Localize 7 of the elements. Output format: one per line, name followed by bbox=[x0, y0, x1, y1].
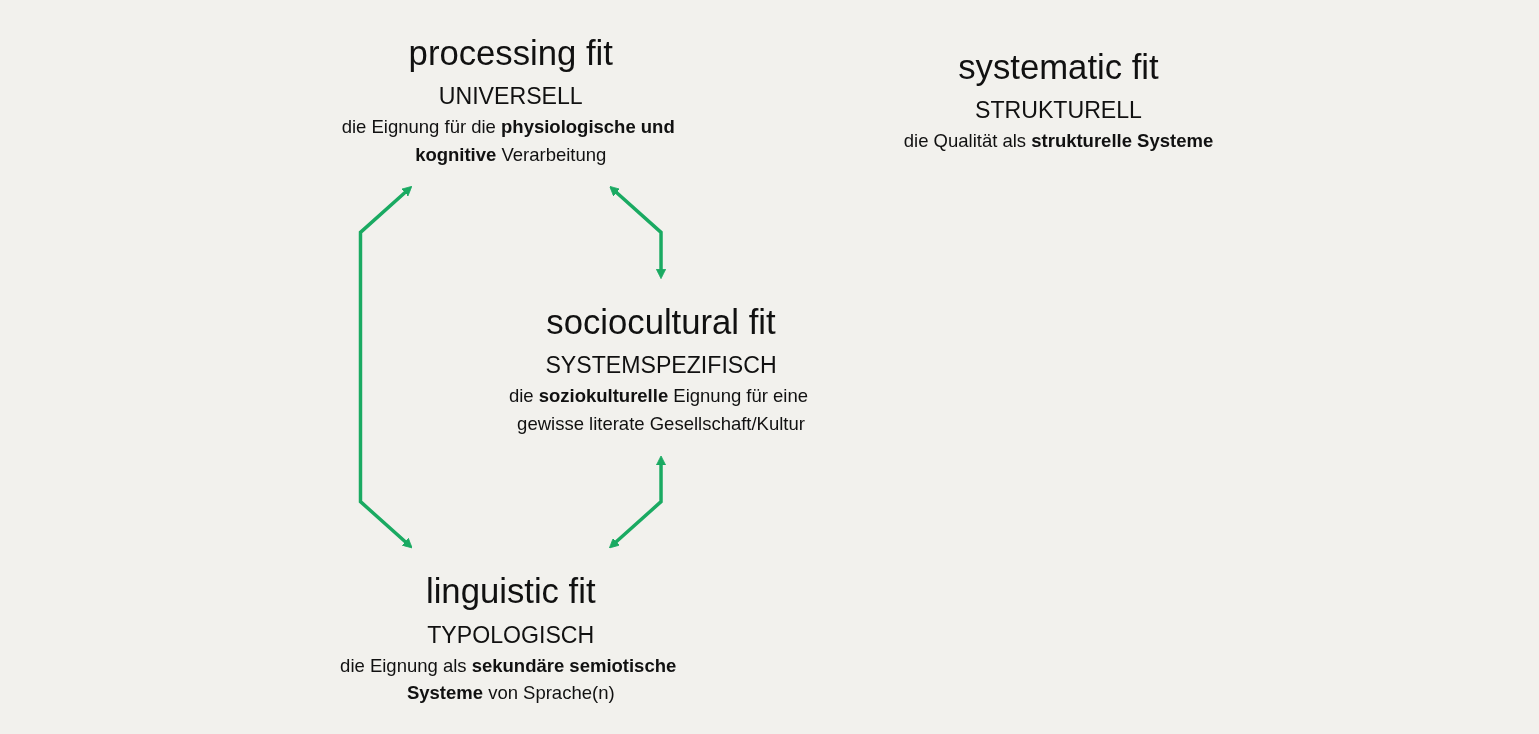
arrow bbox=[608, 455, 667, 549]
arrow bbox=[609, 185, 667, 280]
node-text: sociocultural fit SYSTEMSPEZIFISCH die soziokulturelle Eignung für eine gewisse literate Gesellschaft/Kultur bbox=[508, 302, 809, 434]
node-text: systematic fit STRUKTURELL die Qualität als strukturelle Systeme bbox=[903, 47, 1214, 151]
node-text: processing fit UNIVERSELL die Eignung für die physiologische und kognitive Verarbeitung bbox=[341, 33, 675, 165]
node-text: linguistic fit TYPOLOGISCH die Eignung als sekundäre semiotische Systeme von Sprache(n) bbox=[340, 572, 677, 703]
arrow bbox=[358, 185, 413, 549]
